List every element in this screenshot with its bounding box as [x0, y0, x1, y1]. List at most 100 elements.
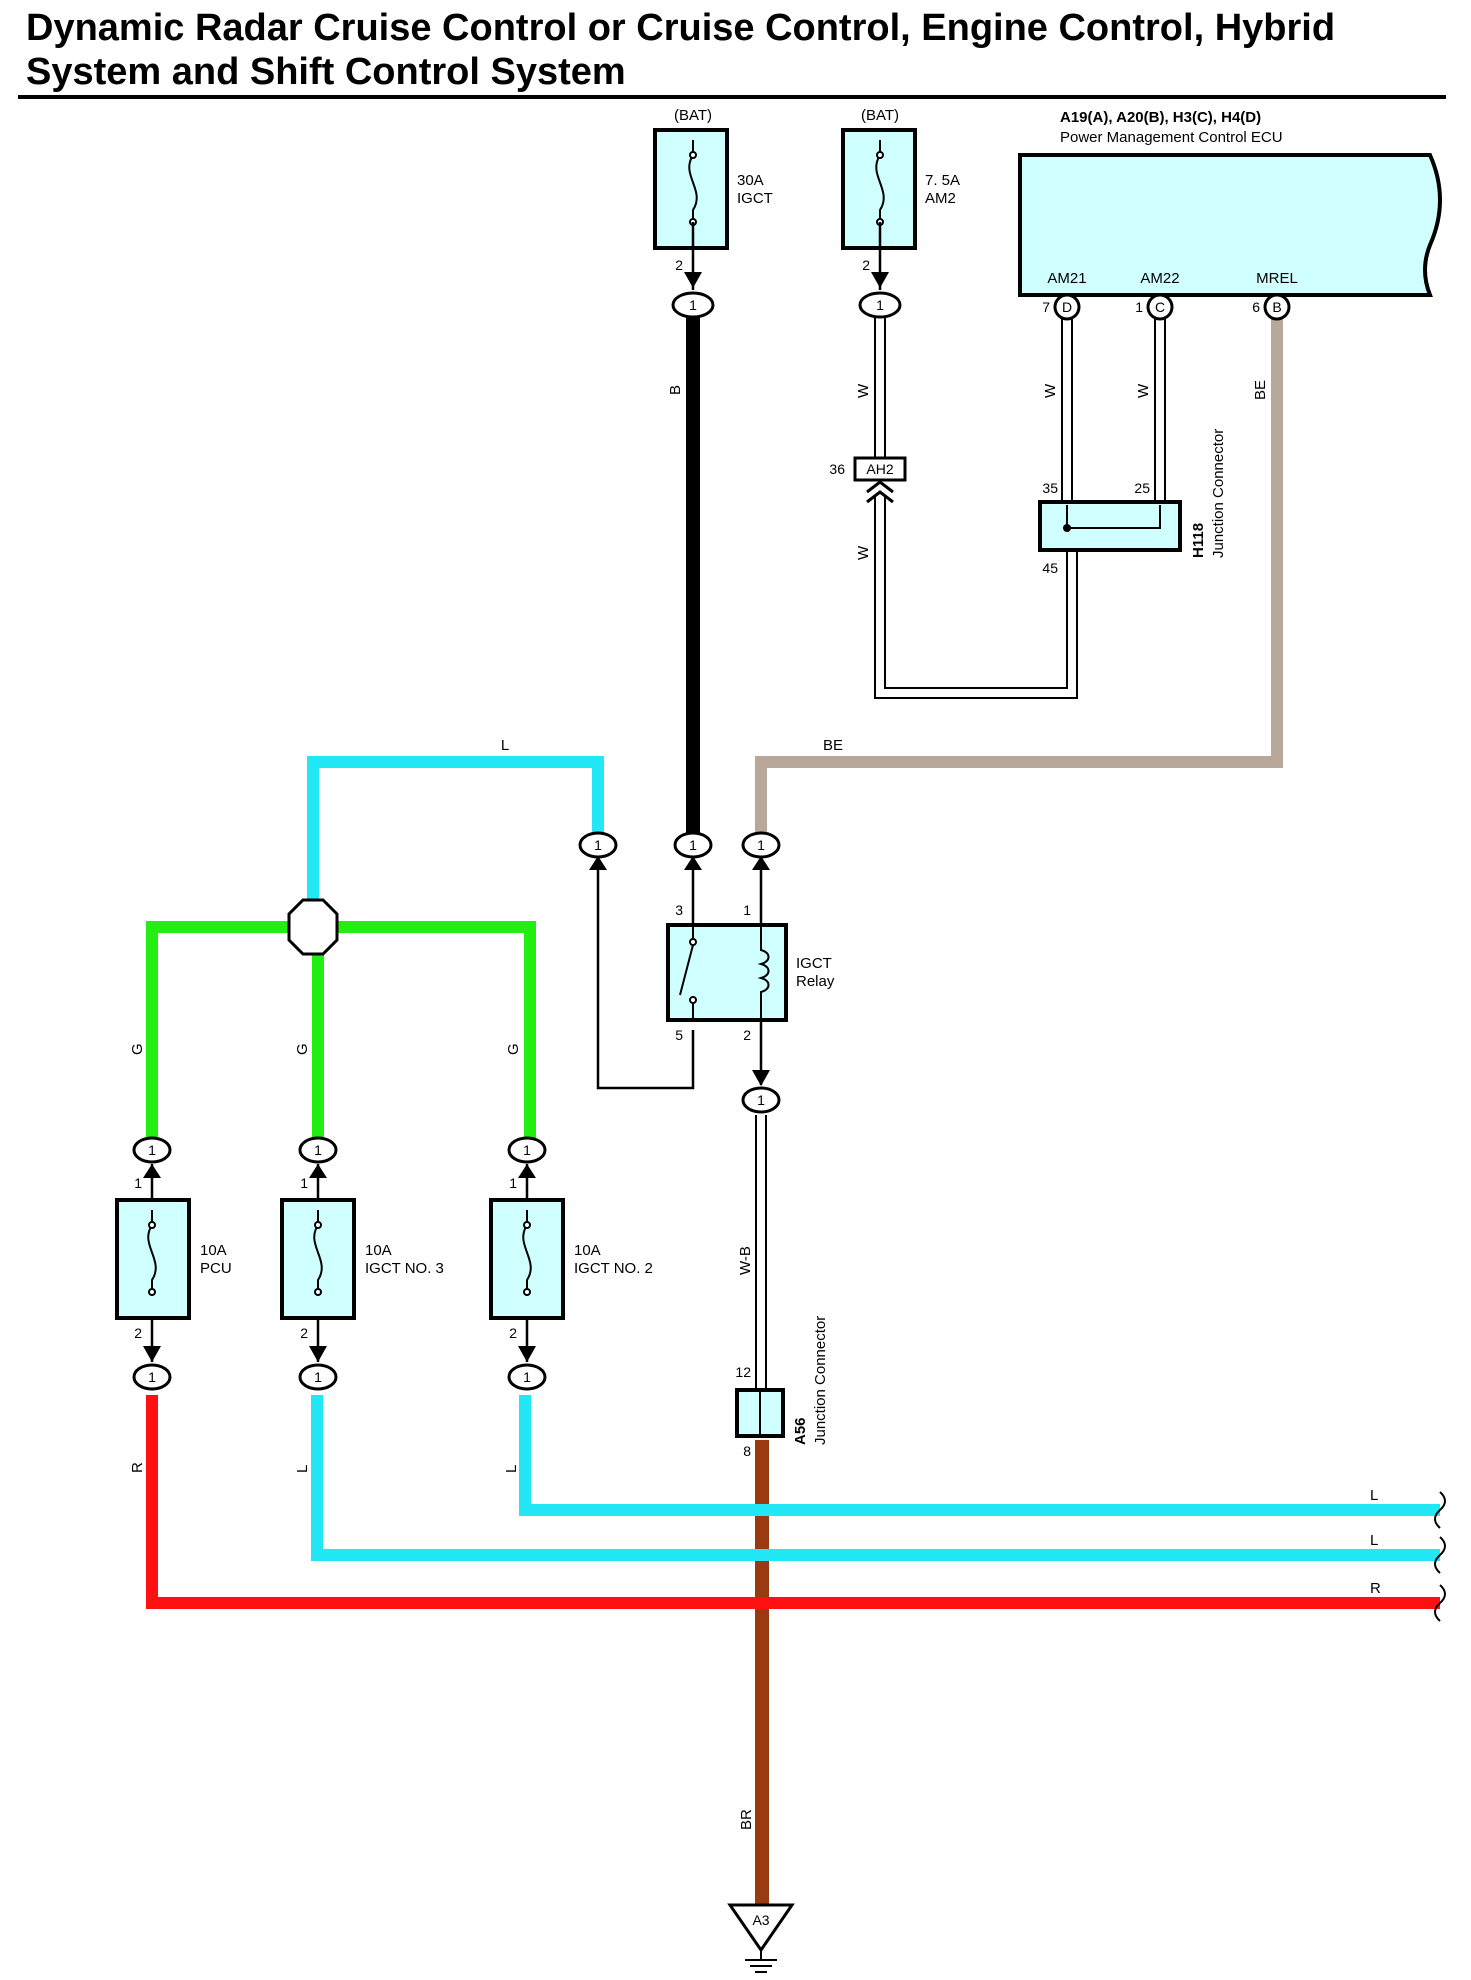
power-management-ecu: A19(A), A20(B), H3(C), H4(D) Power Manag… [1018, 109, 1442, 321]
a56-pin-in: 12 [735, 1364, 751, 1380]
fuse-am2: (BAT) 7. 5A AM2 2 1 [841, 107, 960, 319]
svg-text:1: 1 [509, 1175, 517, 1191]
svg-text:10A: 10A [200, 1242, 227, 1259]
label-out-l1: L [1370, 1487, 1378, 1504]
relay-bottom-conn: 1 [757, 1092, 765, 1108]
relay-pin-3: 3 [675, 902, 683, 918]
title-divider [18, 95, 1446, 99]
label-l-top: L [501, 737, 509, 754]
ecu-letter-c: C [1155, 299, 1165, 315]
svg-text:1: 1 [523, 1142, 531, 1158]
h118-code: H118 [1190, 523, 1207, 558]
page-title: Dynamic Radar Cruise Control or Cruise C… [26, 7, 1336, 93]
fuse-igct-name: IGCT [737, 190, 773, 207]
fuse-igct-rating: 30A [737, 172, 764, 189]
fuse-igct-conn: 1 [689, 297, 697, 313]
ecu-terminal-am21: AM21 [1047, 270, 1086, 287]
svg-text:1: 1 [300, 1175, 308, 1191]
label-r-pcu: R [129, 1462, 146, 1473]
h118-pin-25: 25 [1134, 480, 1150, 496]
svg-text:1: 1 [148, 1142, 156, 1158]
ecu-pin-1: 1 [1135, 299, 1143, 315]
label-br: BR [738, 1809, 755, 1830]
svg-text:1: 1 [148, 1369, 156, 1385]
splice-point [287, 898, 339, 956]
label-be-horiz: BE [823, 737, 843, 754]
svg-text:1: 1 [594, 837, 602, 853]
label-l-igct3: L [294, 1465, 311, 1473]
ecu-terminal-mrel: MREL [1256, 270, 1298, 287]
connector-ah2: AH2 36 [829, 456, 907, 504]
svg-text:10A: 10A [365, 1242, 392, 1259]
wire-l-top [307, 756, 604, 900]
fuse-igct-no2: 1 1 10A IGCT NO. 2 2 1 [489, 1136, 653, 1391]
ecu-name: Power Management Control ECU [1060, 129, 1283, 146]
svg-text:IGCT NO. 2: IGCT NO. 2 [574, 1260, 653, 1277]
h118-name: Junction Connector [1210, 429, 1227, 558]
fuse-am2-conn: 1 [876, 297, 884, 313]
label-w-am2-bot: W [855, 545, 872, 560]
fuse-am2-pin: 2 [862, 257, 870, 273]
wire-l-igct3-out [311, 1395, 1440, 1561]
a56-name: Junction Connector [812, 1316, 829, 1445]
h118-pin-35: 35 [1042, 480, 1058, 496]
svg-text:PCU: PCU [200, 1260, 232, 1277]
svg-text:2: 2 [509, 1325, 517, 1341]
svg-text:1: 1 [757, 837, 765, 853]
a56-code: A56 [792, 1417, 809, 1445]
ah2-code: AH2 [866, 461, 893, 477]
label-w-am21: W [1042, 383, 1059, 398]
svg-text:1: 1 [314, 1369, 322, 1385]
ground-code: A3 [752, 1912, 769, 1928]
junction-connector-h118: 35 25 45 H118 Junction Connector [1038, 429, 1227, 576]
wire-break-2 [1434, 1536, 1446, 1574]
label-b: B [667, 385, 684, 395]
label-w-am2-top: W [855, 383, 872, 398]
fuse-am2-source: (BAT) [861, 107, 899, 124]
fuse-am2-rating: 7. 5A [925, 172, 960, 189]
label-g-igct3: G [294, 1043, 311, 1055]
label-w-am22: W [1135, 383, 1152, 398]
ecu-pin-6: 6 [1252, 299, 1260, 315]
relay-top-connectors: 1 1 1 [578, 831, 781, 925]
wire-labels: B W W W W BE BE L G G G W-B R L L L L R … [129, 380, 1381, 1830]
svg-text:2: 2 [134, 1325, 142, 1341]
svg-text:1: 1 [134, 1175, 142, 1191]
label-out-l2: L [1370, 1532, 1378, 1549]
svg-text:1: 1 [689, 837, 697, 853]
relay-pin-1: 1 [743, 902, 751, 918]
ah2-pin: 36 [829, 461, 845, 477]
svg-text:10A: 10A [574, 1242, 601, 1259]
wire-break-1 [1434, 1491, 1446, 1529]
fuse-igct-source: (BAT) [674, 107, 712, 124]
wire-l-igct2-out [519, 1395, 1440, 1516]
fuse-pcu: 1 1 10A PCU 2 1 [115, 1136, 232, 1391]
label-g-pcu: G [129, 1043, 146, 1055]
relay-name-1: IGCT [796, 955, 832, 972]
label-out-r: R [1370, 1580, 1381, 1597]
ecu-connectors: A19(A), A20(B), H3(C), H4(D) [1060, 109, 1261, 126]
fuse-igct-pin: 2 [675, 257, 683, 273]
fuse-igct-no3: 1 1 10A IGCT NO. 3 2 1 [280, 1136, 444, 1391]
label-g-igct2: G [505, 1043, 522, 1055]
h118-pin-45: 45 [1042, 560, 1058, 576]
ecu-letter-b: B [1272, 299, 1281, 315]
ecu-letter-d: D [1062, 299, 1072, 315]
label-wb: W-B [737, 1246, 754, 1275]
relay-pin-2: 2 [743, 1027, 751, 1043]
svg-text:1: 1 [314, 1142, 322, 1158]
svg-text:1: 1 [523, 1369, 531, 1385]
label-be-vert: BE [1252, 380, 1269, 400]
svg-text:2: 2 [300, 1325, 308, 1341]
ecu-terminal-am22: AM22 [1140, 270, 1179, 287]
label-l-igct2: L [503, 1465, 520, 1473]
relay-pin-5: 5 [675, 1027, 683, 1043]
relay-name-2: Relay [796, 973, 835, 990]
ecu-pin-7: 7 [1042, 299, 1050, 315]
igct-relay: 3 1 IGCT Relay 5 2 1 [666, 902, 835, 1114]
wire-be [755, 318, 1283, 835]
svg-text:IGCT NO. 3: IGCT NO. 3 [365, 1260, 444, 1277]
wire-g-main [146, 921, 536, 1150]
wire-break-3 [1434, 1584, 1446, 1622]
